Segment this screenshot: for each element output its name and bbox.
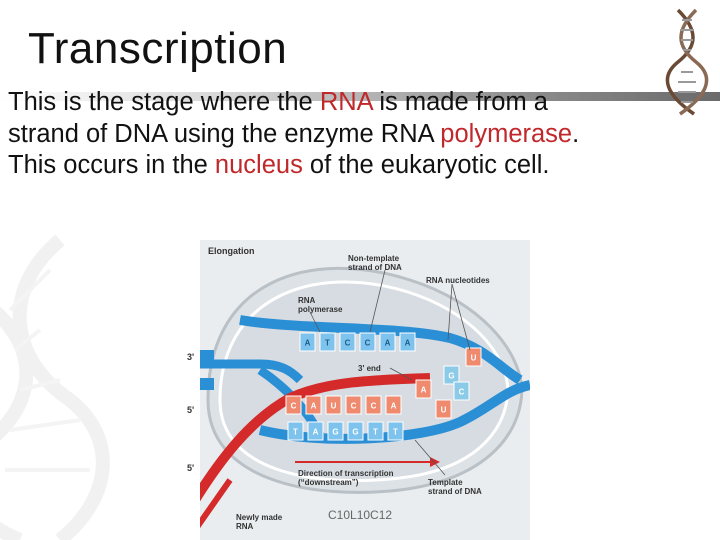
- highlight-rna: RNA: [319, 88, 373, 116]
- svg-text:U: U: [471, 354, 477, 363]
- slide-caption: C10L10C12: [328, 508, 393, 522]
- bottom-base: A: [307, 421, 324, 441]
- label-5-prime-a: 5': [187, 405, 195, 415]
- rna-base: A: [305, 395, 322, 415]
- title-divider: [0, 92, 720, 101]
- page-title: Transcription: [28, 24, 288, 73]
- svg-text:A: A: [313, 428, 319, 437]
- highlight-nucleus: nucleus: [214, 151, 303, 179]
- top-base: A: [399, 332, 416, 352]
- free-nucleotide: U: [435, 399, 452, 419]
- highlight-polymerase: polymerase: [440, 119, 573, 148]
- body-text-part: is made from a strand of DNA using the e…: [8, 88, 548, 148]
- label-direction-2: (“downstream”): [298, 478, 359, 487]
- bottom-base: G: [347, 421, 364, 441]
- leader-lines: [309, 269, 471, 476]
- free-rna-nucleotides: U A GC U: [415, 347, 482, 419]
- svg-text:G: G: [448, 372, 454, 381]
- label-rna-polymerase-1: RNA: [298, 296, 316, 305]
- bottom-base: T: [387, 421, 404, 441]
- svg-text:U: U: [441, 406, 447, 415]
- svg-text:C: C: [371, 402, 377, 411]
- diagram-heading: Elongation: [208, 246, 255, 256]
- direction-arrow-head: [430, 457, 440, 467]
- body-text-part: This is the stage where the: [8, 88, 320, 116]
- label-3-prime: 3': [187, 352, 195, 362]
- top-base: T: [319, 332, 336, 352]
- label-direction-1: Direction of transcription: [298, 469, 394, 478]
- label-non-template-1: Non-template: [348, 254, 400, 263]
- label-newly-made-2: RNA: [236, 522, 254, 531]
- rna-base: C: [365, 395, 382, 415]
- label-template-2: strand of DNA: [428, 487, 482, 496]
- body-text-part: . This occurs in the: [8, 119, 580, 180]
- svg-text:A: A: [391, 402, 397, 411]
- bottom-base: T: [287, 421, 304, 441]
- label-5-prime-b: 5': [187, 463, 195, 473]
- body-paragraph: This is the stage where the RNA is made …: [8, 87, 608, 182]
- svg-text:T: T: [373, 428, 378, 437]
- rna-base: U: [325, 395, 342, 415]
- bottom-base: G: [327, 421, 344, 441]
- bottom-base: T: [367, 421, 384, 441]
- top-base: A: [379, 332, 396, 352]
- svg-text:A: A: [311, 402, 317, 411]
- rna-base: C: [285, 395, 302, 415]
- svg-text:T: T: [293, 428, 298, 437]
- label-non-template-2: strand of DNA: [348, 263, 402, 272]
- svg-text:G: G: [332, 428, 338, 437]
- free-nucleotide: G: [443, 365, 460, 385]
- free-nucleotide: A: [415, 379, 432, 399]
- svg-text:A: A: [421, 386, 427, 395]
- svg-text:A: A: [305, 339, 311, 348]
- svg-text:A: A: [385, 339, 391, 348]
- rna-base: A: [385, 395, 402, 415]
- body-text-part: of the eukaryotic cell.: [302, 151, 550, 179]
- svg-text:C: C: [365, 339, 371, 348]
- top-base: A: [299, 332, 316, 352]
- non-template-strand: [239, 315, 523, 385]
- free-nucleotide: U: [465, 347, 482, 367]
- svg-text:G: G: [352, 428, 358, 437]
- svg-text:U: U: [331, 402, 337, 411]
- svg-text:T: T: [393, 428, 398, 437]
- label-template-1: Template: [428, 478, 463, 487]
- rna-strand-tail: [200, 478, 233, 529]
- svg-text:C: C: [345, 339, 351, 348]
- label-newly-made-1: Newly made: [236, 513, 283, 522]
- rna-base: C: [345, 395, 362, 415]
- top-base: C: [359, 332, 376, 352]
- label-three-prime-end: 3' end: [358, 364, 381, 373]
- svg-text:C: C: [351, 402, 357, 411]
- svg-text:C: C: [459, 388, 465, 397]
- svg-text:A: A: [405, 339, 411, 348]
- svg-text:C: C: [291, 402, 297, 411]
- top-base: C: [339, 332, 356, 352]
- svg-text:T: T: [325, 339, 330, 348]
- free-nucleotide: C: [453, 381, 470, 401]
- dna-helix-icon: [665, 8, 709, 116]
- label-rna-polymerase-2: polymerase: [298, 305, 343, 314]
- label-rna-nucleotides: RNA nucleotides: [426, 276, 490, 285]
